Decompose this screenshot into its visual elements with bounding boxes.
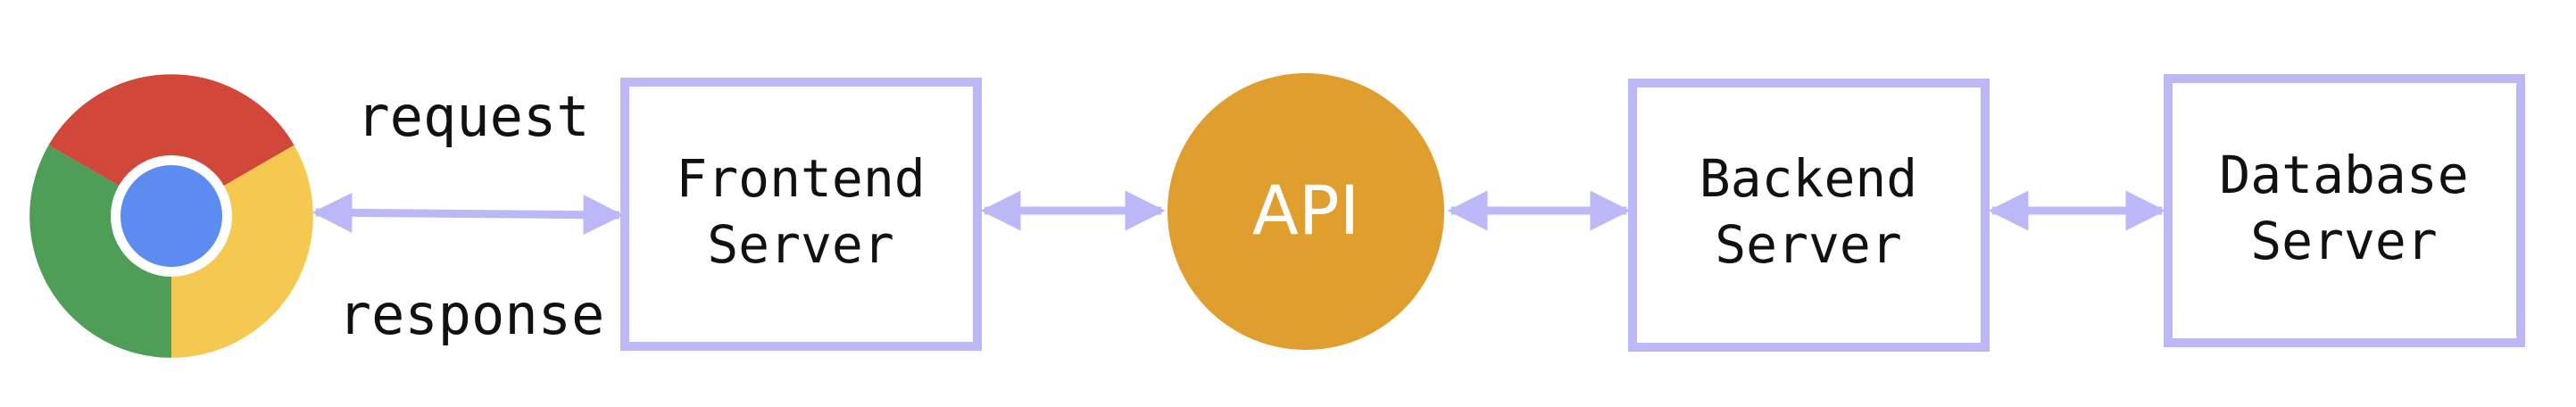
request-label: request bbox=[356, 84, 589, 149]
database-server-label-line1: Database bbox=[2219, 145, 2468, 205]
backend-server-node: Backend Server bbox=[1628, 79, 1990, 352]
backend-server-label-line2: Server bbox=[1715, 214, 1902, 275]
database-server-box bbox=[2164, 74, 2525, 347]
frontend-server-box bbox=[620, 78, 982, 351]
api-node: API bbox=[1168, 73, 1444, 350]
database-server-label-line2: Server bbox=[2250, 211, 2438, 271]
frontend-server-label-line2: Server bbox=[707, 214, 894, 275]
api-label: API bbox=[1252, 170, 1359, 250]
backend-server-box bbox=[1628, 79, 1990, 352]
api-circle bbox=[1168, 73, 1444, 350]
frontend-server-node: Frontend Server bbox=[620, 78, 982, 351]
chrome-icon-center bbox=[120, 165, 222, 267]
backend-server-label-line1: Backend bbox=[1699, 148, 1917, 209]
database-server-node: Database Server bbox=[2164, 74, 2525, 347]
arrow-browser-frontend bbox=[312, 192, 624, 236]
response-label: response bbox=[338, 282, 605, 347]
chrome-icon-red-segment bbox=[48, 74, 295, 216]
chrome-icon bbox=[29, 74, 313, 358]
frontend-server-label-line1: Frontend bbox=[676, 148, 925, 209]
